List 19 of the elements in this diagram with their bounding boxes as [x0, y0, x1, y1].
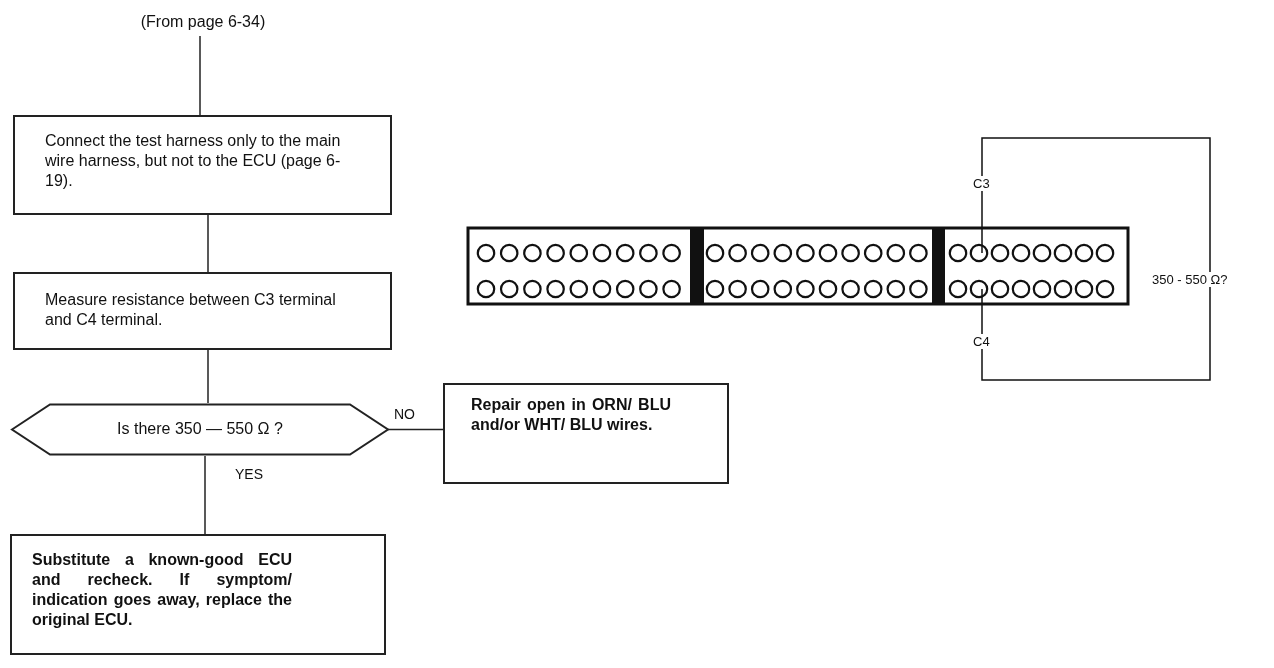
terminal-label: C4	[971, 334, 992, 349]
process-box	[443, 383, 729, 484]
connector-line	[207, 349, 209, 404]
connector-line	[204, 455, 206, 535]
connector-line	[199, 35, 201, 116]
connector-line	[207, 214, 209, 273]
step-text: Measure resistance between C3 terminal and C4 terminal.	[45, 290, 337, 330]
process-box	[13, 115, 392, 215]
terminal-label: C3	[971, 176, 992, 191]
resistance-value: 350 - 550 Ω?	[1150, 272, 1230, 287]
step-text: Repair open in ORN/ BLU and/or WHT/ BLU wires.	[471, 395, 671, 435]
step-text: Connect the test harness only to the main wire harness, but not to the ECU (page 6-19).	[45, 131, 342, 191]
process-box	[10, 534, 386, 655]
step-text: Substitute a known-good ECU and recheck. If symptom/ indication goes away, replace the original ECU.	[32, 550, 292, 630]
decision-text: Is there 350 — 550 Ω ?	[116, 419, 284, 439]
process-box	[13, 272, 392, 350]
edge-label: YES	[233, 466, 265, 482]
page-reference: (From page 6-34)	[139, 12, 267, 32]
connector-line	[387, 428, 444, 431]
